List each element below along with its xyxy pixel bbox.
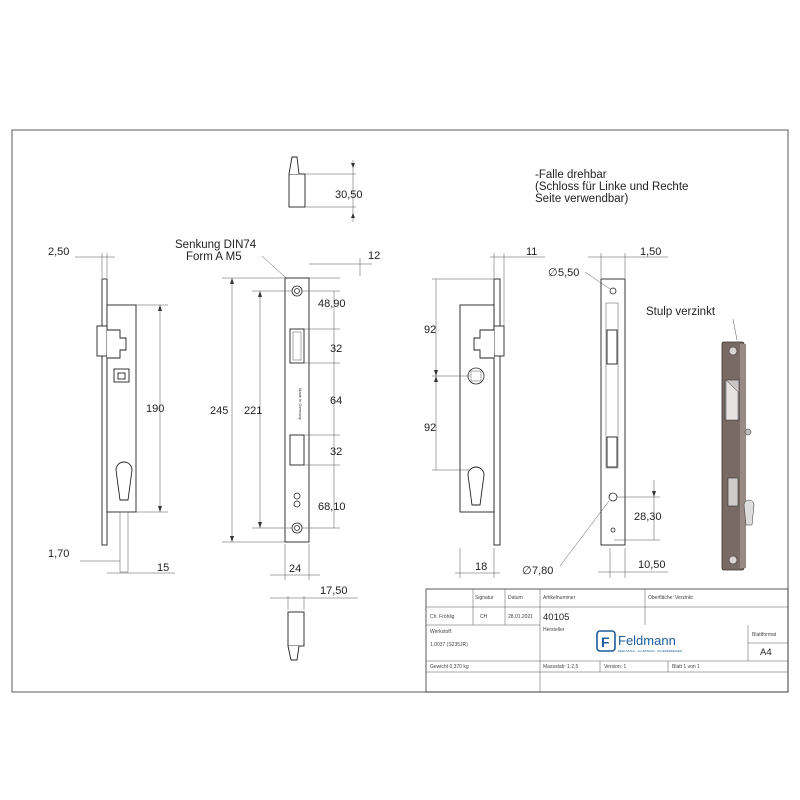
logo-letter: F xyxy=(601,634,610,650)
dim-68-10: 68,10 xyxy=(318,501,346,513)
dim-7-80-symbol: ∅ xyxy=(522,565,532,577)
dim-245: 245 xyxy=(210,405,228,417)
dim-1-50: 1,50 xyxy=(640,246,661,258)
tb-gewicht: Gewicht 0,370 kg xyxy=(430,664,469,670)
dim-left-thickness: 2,50 xyxy=(48,246,69,258)
dim-10-50: 10,50 xyxy=(638,559,666,571)
tb-r-signatur: CH xyxy=(480,614,488,620)
dim-left-15: 15 xyxy=(157,562,169,574)
dim-92a: 92 xyxy=(424,324,436,336)
dim-18: 18 xyxy=(475,561,487,573)
dim-5-50-symbol: ∅ xyxy=(548,267,558,279)
dim-92b: 92 xyxy=(424,422,436,434)
tb-h-hersteller: Hersteller xyxy=(543,627,565,633)
dim-top-latch: 30,50 xyxy=(335,189,363,201)
note-falle-1: -Falle drehbar xyxy=(535,169,607,181)
dim-12: 12 xyxy=(368,250,380,262)
latch-top-view: 30,50 xyxy=(288,156,363,222)
tb-h-werkstoff: Werkstoff: xyxy=(430,629,452,635)
made-in-germany: Made in Germany xyxy=(298,388,303,420)
faceplate-front-view: 1,50 ∅ 5,50 28,30 ∅ 7,80 10,50 xyxy=(522,246,668,578)
dim-17-50: 17,50 xyxy=(320,585,348,597)
lock-front-view: Made in Germany 245 221 48,90 32 64 32 6… xyxy=(210,250,380,580)
latch-bottom-view: 17,50 xyxy=(270,585,358,661)
tb-r-datum: 28.01.2021 xyxy=(508,614,533,620)
dim-221: 221 xyxy=(244,405,262,417)
tb-version: Version: 1 xyxy=(604,664,626,670)
dim-left-bottom: 1,70 xyxy=(48,548,69,560)
tb-v-blattformat: A4 xyxy=(760,647,772,658)
note-falle-2: (Schloss für Linke und Rechte xyxy=(535,181,688,193)
tb-r-name: Ch. Fröhlig xyxy=(430,614,455,620)
tb-h-artikelnummer: Artikelnummer xyxy=(543,595,576,601)
tb-h-datum: Datum xyxy=(508,595,523,601)
dim-24: 24 xyxy=(289,563,301,575)
dim-48-90: 48,90 xyxy=(318,298,346,310)
note-senkung-1: Senkung DIN74 xyxy=(175,239,257,251)
tb-massstab: Massstab: 1:2,5 xyxy=(543,664,579,670)
note-stulp: Stulp verzinkt xyxy=(646,306,716,318)
tb-h-blattformat: Blattformat xyxy=(752,632,777,638)
faceplate-render xyxy=(721,341,755,571)
note-falle-3: Seite verwendbar) xyxy=(535,193,628,205)
drawing-frame xyxy=(11,129,789,693)
tb-h-oberflaeche: Oberfläche: xyxy=(648,595,674,601)
dim-5-50: 5,50 xyxy=(558,267,579,279)
logo-text: Feldmann xyxy=(618,633,676,648)
dim-11: 11 xyxy=(526,246,537,258)
note-senkung-2: Form A M5 xyxy=(186,251,242,263)
dim-7-80: 7,80 xyxy=(532,565,553,577)
lock-side-view-right: 92 92 11 18 xyxy=(424,246,545,578)
dim-32b: 32 xyxy=(330,446,342,458)
title-block: Signatur Datum Artikelnummer Oberfläche:… xyxy=(425,588,789,693)
dim-left-height: 190 xyxy=(146,403,164,415)
feldmann-logo: F Feldmann EDELSTAHL · ALUMINIUM · SCHMI… xyxy=(596,630,682,653)
logo-sub: EDELSTAHL · ALUMINIUM · SCHMIEDEEISEN xyxy=(618,649,682,653)
tb-v-werkstoff: 1.0037 (S235JR) xyxy=(430,642,468,648)
dim-64: 64 xyxy=(330,395,342,407)
lock-side-view-left: 2,50 190 1,70 15 xyxy=(48,246,175,574)
tb-article-number: 40105 xyxy=(543,612,569,623)
tb-v-oberflaeche: Verzinkt xyxy=(675,595,693,601)
tb-blatt: Blatt 1 von 1 xyxy=(672,664,700,670)
tb-h-signatur: Signatur xyxy=(475,595,494,601)
dim-32a: 32 xyxy=(330,343,342,355)
dim-28-30: 28,30 xyxy=(634,511,662,523)
